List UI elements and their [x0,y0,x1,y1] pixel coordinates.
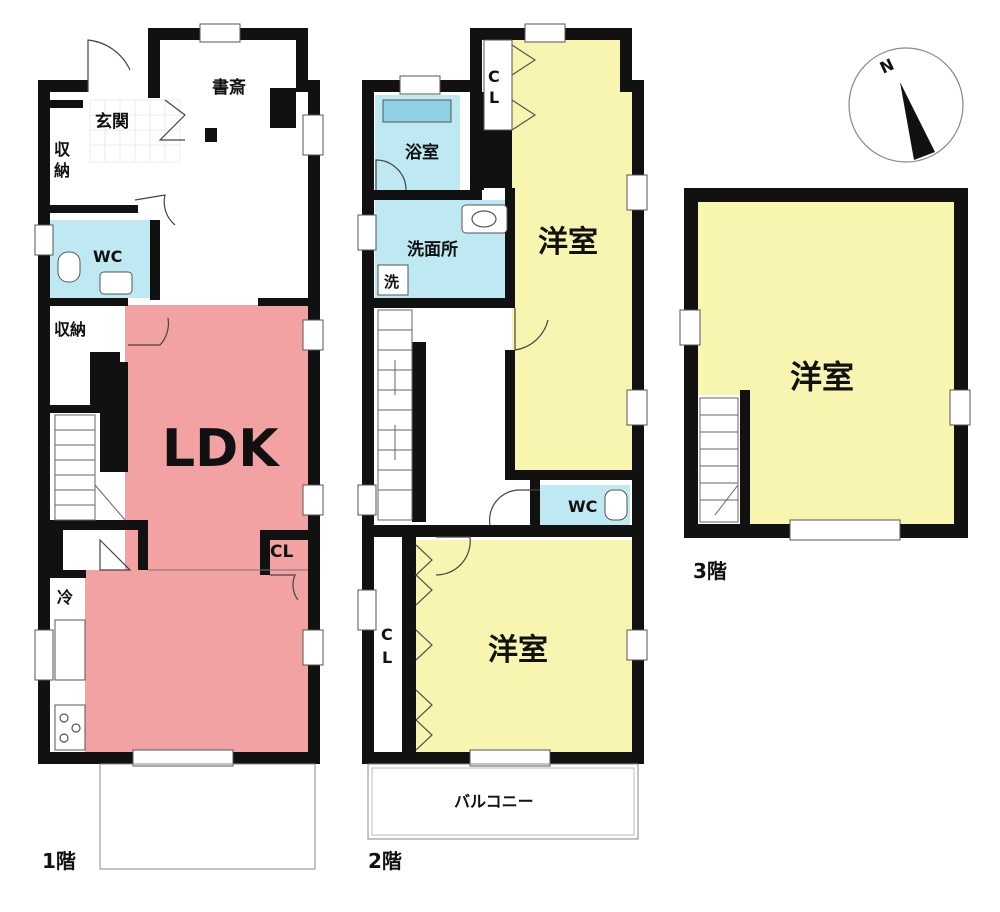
room-label-entrance: 玄関 [95,111,129,132]
room-label-closet-top-l: L [489,88,499,107]
floor-3-plan [679,188,971,541]
western-upper-fill [512,40,632,470]
room-label-study: 書斎 [212,77,246,98]
room-label-western-3f: 洋室 [790,358,854,396]
porch-1f [99,763,316,870]
room-label-storage-vertical-2: 納 [54,161,70,180]
entrance-tile-grid [90,100,180,162]
washer-box [377,264,409,296]
stair-3f-area [697,395,742,525]
western-lower-fill [415,540,635,755]
room-label-closet-1f: CL [270,542,293,562]
room-label-washer: 洗 [384,273,399,291]
ldk-kitchen-fill [85,570,308,752]
room-label-balcony: バルコニー [454,792,534,811]
floor-1-plan [34,23,324,870]
room-label-wc-2f: WC [568,497,597,516]
compass-icon [848,47,964,163]
balcony-2f [367,763,639,840]
room-label-western-lower: 洋室 [488,633,548,668]
room-label-closet-left-l: L [382,648,392,667]
floor-label-2f: 2階 [368,849,402,873]
stairs-3f [699,397,739,523]
room-label-bath: 浴室 [405,142,439,163]
room-label-storage-1f: 収納 [54,320,86,339]
stairs-1f [54,414,126,521]
room-label-washroom: 洗面所 [407,239,458,260]
floor-label-1f: 1階 [42,849,76,873]
room-label-wc-1f: WC [93,247,122,266]
room-label-western-upper: 洋室 [538,225,598,260]
toilet-1f [57,251,81,283]
room-label-storage-vertical-1: 収 [54,140,71,159]
room-label-fridge: 冷 [57,588,73,607]
kitchen-sink [54,619,86,681]
room-label-closet-top-c: C [488,67,500,86]
room-label-closet-left-c: C [381,625,393,644]
sink-1f [99,271,133,295]
floor-label-3f: 3階 [693,559,727,583]
ldk-fill [125,305,308,570]
floor-2-plan [357,23,648,840]
washbasin-2f [461,204,508,234]
room-label-ldk: LDK [162,419,280,479]
stairs-2f [377,309,413,521]
